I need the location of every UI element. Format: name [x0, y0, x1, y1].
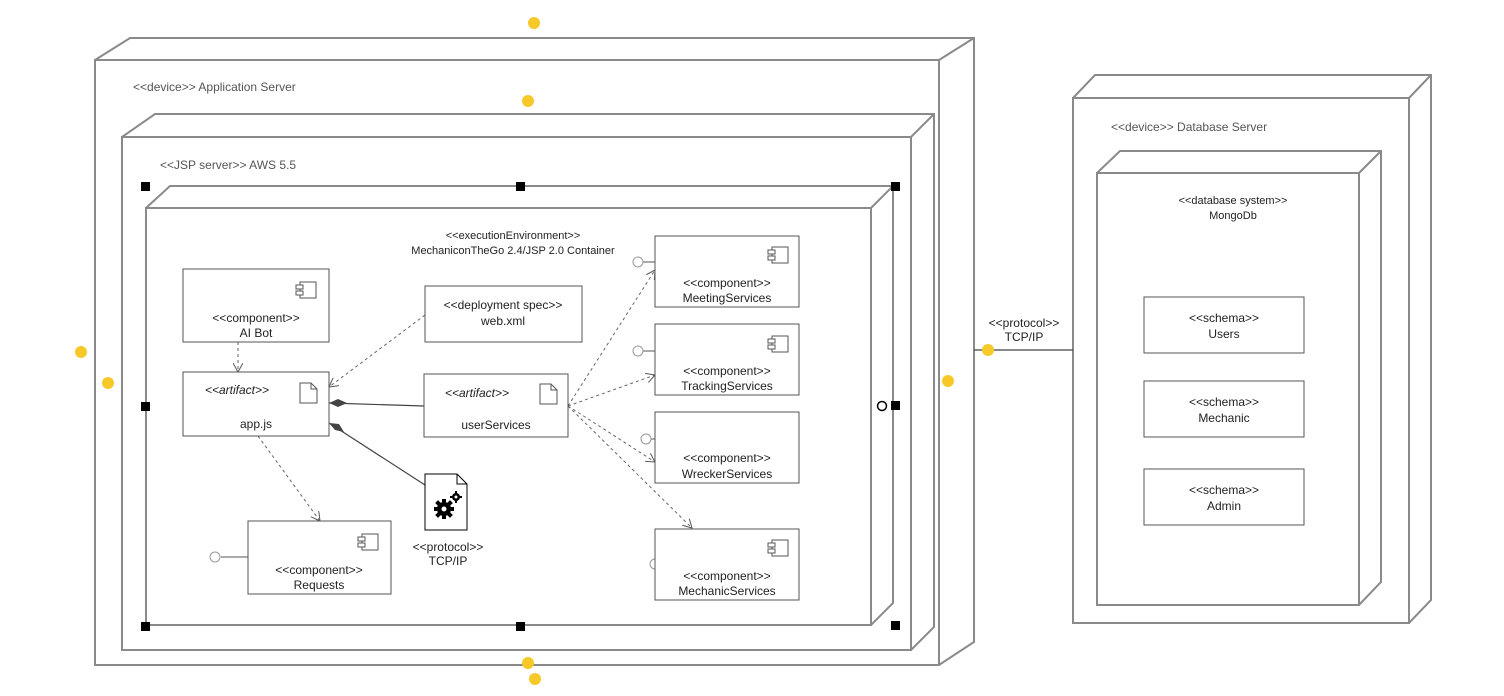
- meeting-services-component[interactable]: <<component>> MeetingServices: [632, 235, 800, 308]
- requests-name: Requests: [294, 578, 345, 592]
- resize-handle-se[interactable]: [891, 621, 900, 630]
- anchor-point[interactable]: [942, 375, 954, 387]
- meeting-interface-lollipop: [632, 256, 644, 268]
- tracking-name: TrackingServices: [681, 379, 773, 393]
- exec-env-name: MechaniconTheGo 2.4/JSP 2.0 Container: [411, 245, 615, 257]
- anchor-point[interactable]: [75, 346, 87, 358]
- jsp-server-label: <<JSP server>> AWS 5.5: [160, 158, 296, 172]
- web-xml-deployment-spec[interactable]: <<deployment spec>> web.xml: [424, 285, 583, 343]
- schema-name: Mechanic: [1198, 411, 1249, 425]
- schema-stereotype: <<schema>>: [1189, 311, 1259, 325]
- schema-admin[interactable]: <<schema>> Admin: [1143, 468, 1305, 526]
- schema-stereotype: <<schema>>: [1189, 483, 1259, 497]
- dep-us-wrecker: [567, 405, 655, 462]
- wrecker-name: WreckerServices: [682, 467, 772, 481]
- ai-bot-component[interactable]: <<component>> AI Bot: [182, 268, 330, 343]
- component-icon: [295, 281, 317, 299]
- connectors: [238, 270, 692, 528]
- resize-handle-w[interactable]: [141, 402, 150, 411]
- requests-component[interactable]: <<component>> Requests: [209, 520, 392, 595]
- requests-stereotype: <<component>>: [275, 563, 362, 577]
- user-services-name: userServices: [461, 418, 530, 432]
- requests-interface-lollipop: [209, 551, 221, 563]
- component-icon: [767, 335, 789, 353]
- protocol-stereotype: <<protocol>>: [413, 540, 484, 554]
- gear-icon: [434, 499, 454, 519]
- resize-handle-n[interactable]: [516, 182, 525, 191]
- diamond-userservices: [329, 399, 347, 407]
- gear-document-icon: [424, 473, 468, 531]
- web-xml-stereotype: <<deployment spec>>: [444, 298, 563, 312]
- dep-us-meeting: [567, 270, 655, 407]
- component-icon: [767, 246, 789, 264]
- small-gear-icon: [450, 491, 462, 503]
- resize-handle-s[interactable]: [516, 622, 525, 631]
- link-name: TCP/IP: [1005, 330, 1044, 344]
- connection-anchors[interactable]: [75, 17, 994, 685]
- resize-handle-nw[interactable]: [141, 182, 150, 191]
- mechanic-name: MechanicServices: [678, 584, 775, 598]
- anchor-point[interactable]: [529, 673, 541, 685]
- application-server-label: <<device>> Application Server: [133, 80, 296, 94]
- mechanic-services-component[interactable]: <<component>> MechanicServices: [649, 528, 800, 601]
- document-icon: [539, 383, 558, 405]
- component-icon: [357, 533, 379, 551]
- mongodb-stereotype: <<database system>>: [1179, 195, 1288, 207]
- schema-name: Admin: [1207, 499, 1241, 513]
- protocol-artifact[interactable]: <<protocol>> TCP/IP: [413, 473, 484, 568]
- selection-handles[interactable]: [141, 182, 900, 631]
- dep-webxml-appjs: [329, 314, 426, 387]
- dep-us-mechanic: [567, 405, 692, 528]
- composition-protocol: [328, 422, 426, 486]
- schema-users[interactable]: <<schema>> Users: [1143, 296, 1305, 354]
- component-icon: [767, 539, 789, 557]
- database-server-label: <<device>> Database Server: [1111, 120, 1267, 134]
- mechanic-stereotype: <<component>>: [683, 569, 770, 583]
- user-services-stereotype: <<artifact>>: [445, 386, 509, 400]
- tracking-services-component[interactable]: <<component>> TrackingServices: [632, 323, 800, 396]
- user-services-artifact[interactable]: <<artifact>> userServices: [423, 373, 569, 438]
- anchor-point[interactable]: [522, 657, 534, 669]
- mongodb-name: MongoDb: [1209, 210, 1257, 222]
- meeting-name: MeetingServices: [683, 291, 772, 305]
- schema-mechanic[interactable]: <<schema>> Mechanic: [1143, 380, 1305, 438]
- web-xml-name: web.xml: [480, 314, 525, 328]
- document-icon: [299, 382, 318, 404]
- tracking-stereotype: <<component>>: [683, 364, 770, 378]
- resize-handle-e[interactable]: [891, 401, 900, 410]
- anchor-point[interactable]: [522, 95, 534, 107]
- mongodb-node[interactable]: <<database system>> MongoDb: [1096, 150, 1382, 606]
- schema-name: Users: [1208, 327, 1239, 341]
- wrecker-stereotype: <<component>>: [683, 451, 770, 465]
- tracking-interface-lollipop: [632, 345, 644, 357]
- app-js-name: app.js: [240, 417, 272, 431]
- wrecker-interface-lollipop: [640, 433, 652, 445]
- schema-stereotype: <<schema>>: [1189, 395, 1259, 409]
- app-js-stereotype: <<artifact>>: [205, 383, 269, 397]
- anchor-point[interactable]: [528, 17, 540, 29]
- exec-env-stereotype: <<executionEnvironment>>: [446, 230, 581, 242]
- diamond-protocol: [329, 423, 344, 432]
- anchor-point[interactable]: [982, 344, 994, 356]
- rotate-handle[interactable]: [876, 400, 888, 412]
- link-stereotype: <<protocol>>: [989, 316, 1060, 330]
- protocol-name: TCP/IP: [429, 554, 468, 568]
- ai-bot-name: AI Bot: [240, 326, 273, 340]
- communication-path[interactable]: <<protocol>> TCP/IP: [974, 316, 1073, 351]
- ai-bot-stereotype: <<component>>: [212, 311, 299, 325]
- resize-handle-sw[interactable]: [141, 622, 150, 631]
- app-js-artifact[interactable]: <<artifact>> app.js: [182, 371, 330, 437]
- wrecker-services-component[interactable]: <<component>> WreckerServices: [640, 411, 800, 484]
- anchor-point[interactable]: [102, 377, 114, 389]
- resize-handle-ne[interactable]: [891, 182, 900, 191]
- meeting-stereotype: <<component>>: [683, 276, 770, 290]
